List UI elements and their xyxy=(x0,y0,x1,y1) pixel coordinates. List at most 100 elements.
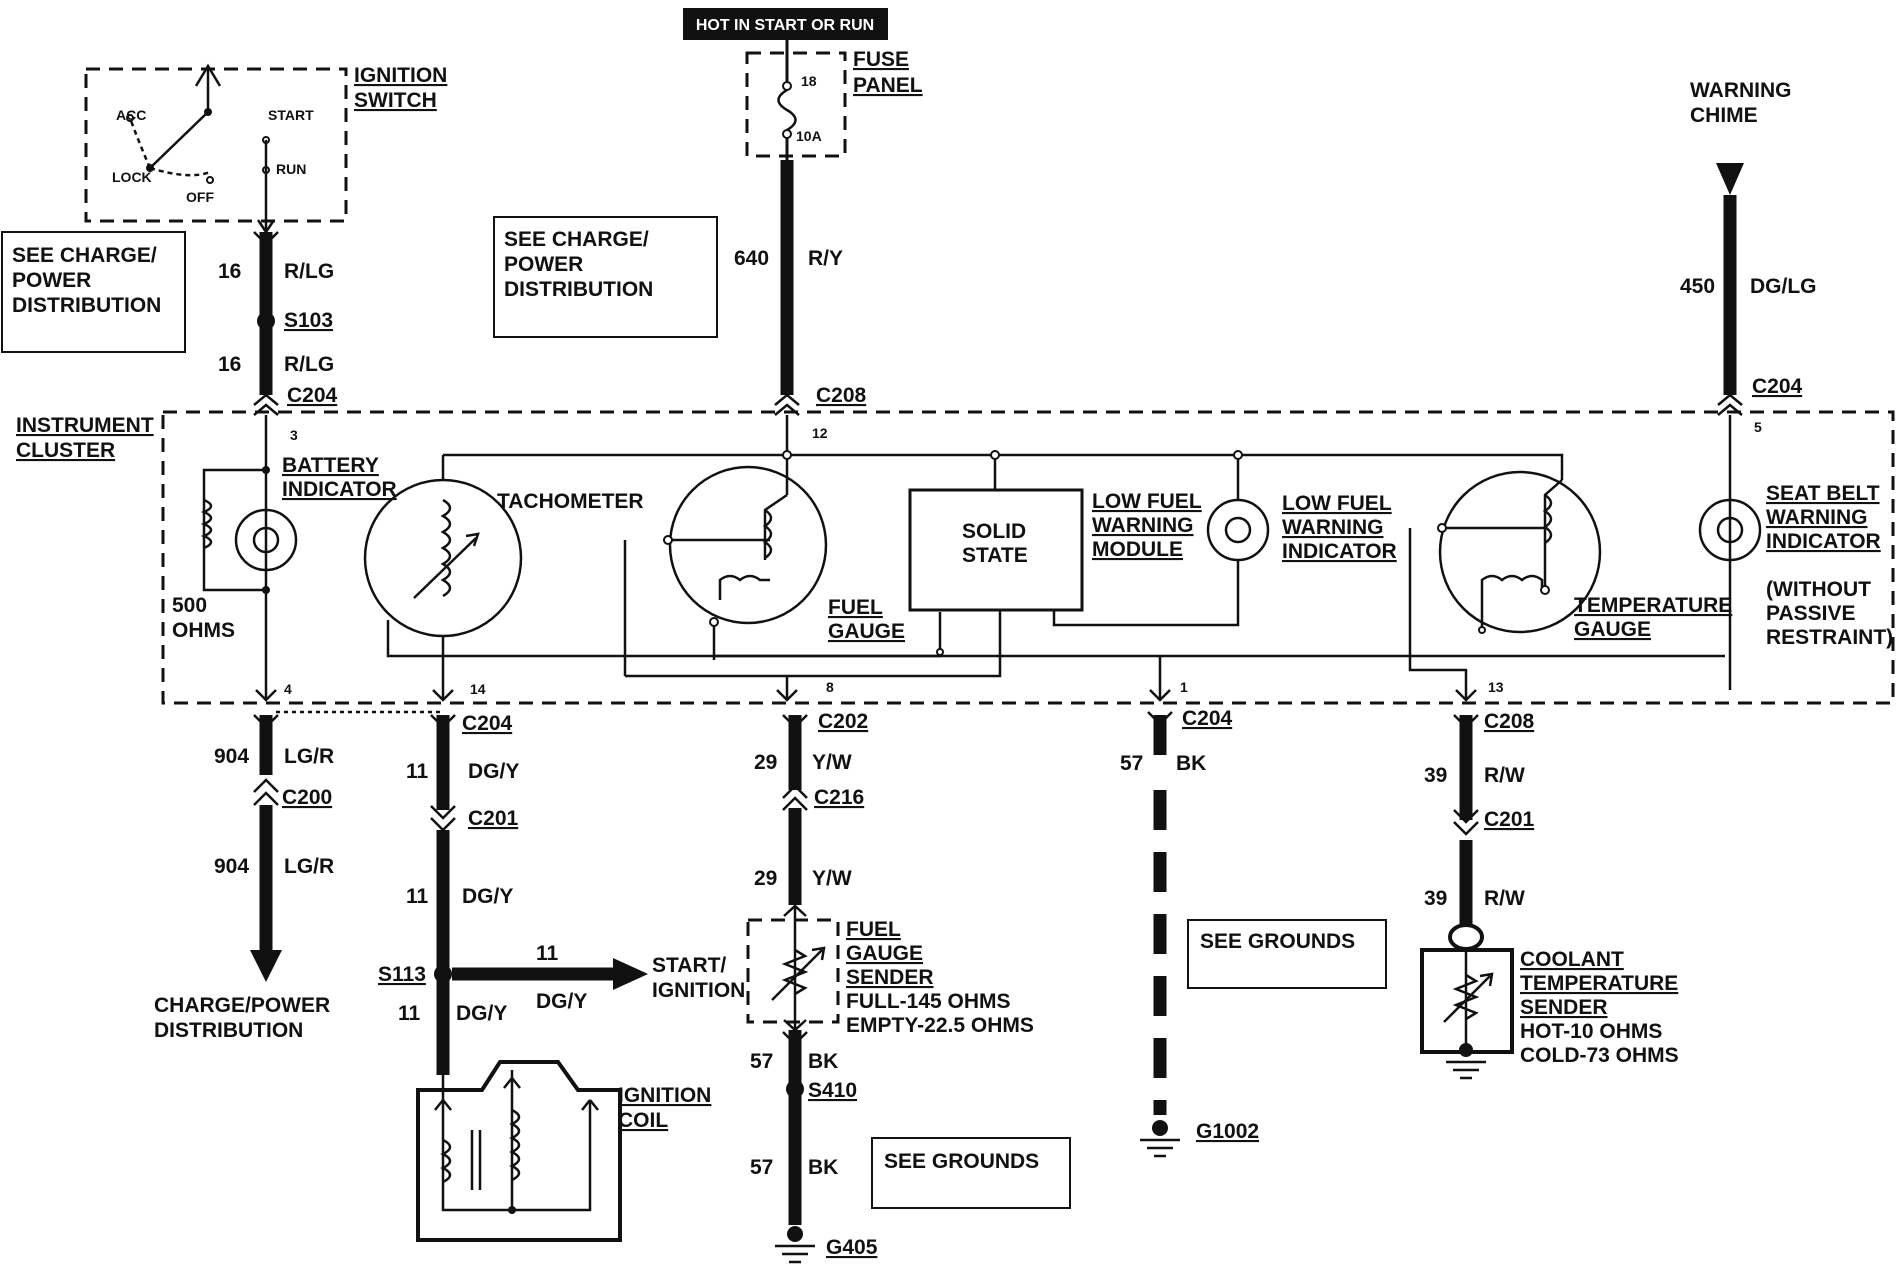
conn-c208-a: C208 xyxy=(816,384,867,407)
svg-text:IGNITION: IGNITION xyxy=(652,979,745,1002)
fuel-gauge-label: FUEL GAUGE xyxy=(828,596,905,643)
solid-state-label: SOLID STATE xyxy=(962,520,1028,567)
ground-g405 xyxy=(787,1226,803,1242)
coolant-sender-terminal xyxy=(1448,923,1484,951)
fuse-rating: 10A xyxy=(796,128,822,144)
pin-3: 3 xyxy=(290,427,298,443)
conn-g1002: G1002 xyxy=(1196,1120,1259,1143)
wire-57a-num: 57 xyxy=(750,1050,773,1073)
svg-text:INDICATOR: INDICATOR xyxy=(282,478,397,501)
wire-29a-color: Y/W xyxy=(812,751,852,774)
wire-904a-num: 904 xyxy=(214,745,249,768)
ignition-coil-box xyxy=(416,1060,622,1242)
warning-chime-terminal xyxy=(1716,163,1744,195)
solid-state-module xyxy=(908,488,1084,612)
ref-charge-power-2-text: SEE CHARGE/ POWER DISTRIBUTION xyxy=(504,228,653,301)
svg-text:OHMS: OHMS xyxy=(172,619,235,642)
conn-c201-b: C201 xyxy=(1484,808,1535,831)
fuse-panel-title: FUSE PANEL xyxy=(853,48,923,97)
fuel-sender-label: FUEL GAUGE SENDER xyxy=(846,918,934,989)
conn-c202: C202 xyxy=(818,710,868,733)
wire-16a-num: 16 xyxy=(218,260,241,283)
svg-text:COIL: COIL xyxy=(618,1109,668,1132)
ignition-switch-box xyxy=(84,67,348,223)
coolant-sender-resistor xyxy=(1452,973,1480,1021)
svg-text:GAUGE: GAUGE xyxy=(828,620,905,643)
ref-grounds-1-text: SEE GROUNDS xyxy=(1200,930,1355,953)
wire-29b-num: 29 xyxy=(754,867,777,890)
svg-text:SEAT BELT: SEAT BELT xyxy=(1766,482,1880,505)
fuse-terminal-top xyxy=(782,81,792,91)
ref-charge-power-2 xyxy=(493,216,718,338)
svg-text:INDICATOR: INDICATOR xyxy=(1766,530,1881,553)
wire-39a-color: R/W xyxy=(1484,764,1525,787)
wire-450-color: DG/LG xyxy=(1750,275,1817,298)
svg-text:SENDER: SENDER xyxy=(1520,996,1608,1019)
pin-14: 14 xyxy=(470,681,486,697)
wire-11d-color: DG/Y xyxy=(456,1002,507,1025)
svg-text:SENDER: SENDER xyxy=(846,966,934,989)
svg-text:500: 500 xyxy=(172,594,207,617)
ign-run: RUN xyxy=(276,161,306,177)
svg-text:START/: START/ xyxy=(652,954,726,977)
ref-grounds-2-text: SEE GROUNDS xyxy=(884,1150,1039,1173)
svg-text:DISTRIBUTION: DISTRIBUTION xyxy=(154,1019,303,1042)
svg-text:INSTRUMENT: INSTRUMENT xyxy=(16,414,154,437)
charge-power-label: CHARGE/POWER DISTRIBUTION xyxy=(154,994,330,1042)
svg-text:FUEL: FUEL xyxy=(846,918,901,941)
svg-text:WARNING: WARNING xyxy=(1766,506,1868,529)
conn-c200: C200 xyxy=(282,786,332,809)
pin-12: 12 xyxy=(812,425,828,441)
conn-c216: C216 xyxy=(814,786,864,809)
svg-text:LOW FUEL: LOW FUEL xyxy=(1092,490,1202,513)
without-passive-label: (WITHOUT PASSIVE RESTRAINT) xyxy=(1766,578,1893,649)
conn-c204-b: C204 xyxy=(1752,375,1803,398)
ignition-switch-title: IGNITION SWITCH xyxy=(354,64,447,112)
svg-text:DISTRIBUTION: DISTRIBUTION xyxy=(12,294,161,317)
ref-charge-power-1-text: SEE CHARGE/ POWER DISTRIBUTION xyxy=(12,244,161,317)
conn-s410: S410 xyxy=(808,1079,857,1102)
svg-text:IGNITION: IGNITION xyxy=(354,64,447,87)
svg-text:PASSIVE: PASSIVE xyxy=(1766,602,1855,625)
conn-c204-a: C204 xyxy=(287,384,338,407)
wire-57b-num: 57 xyxy=(750,1156,773,1179)
conn-s103: S103 xyxy=(284,309,333,332)
ign-off: OFF xyxy=(186,189,214,205)
splice-s410 xyxy=(786,1080,804,1098)
svg-text:CLUSTER: CLUSTER xyxy=(16,439,115,462)
svg-text:POWER: POWER xyxy=(12,269,91,292)
wire-57c-color: BK xyxy=(1176,752,1206,775)
wire-11b-color: DG/Y xyxy=(462,885,513,908)
svg-text:EMPTY-22.5 OHMS: EMPTY-22.5 OHMS xyxy=(846,1014,1034,1037)
wire-11c-num: 11 xyxy=(536,942,559,965)
svg-text:COLD-73 OHMS: COLD-73 OHMS xyxy=(1520,1044,1679,1067)
svg-text:FULL-145 OHMS: FULL-145 OHMS xyxy=(846,990,1011,1013)
svg-text:INDICATOR: INDICATOR xyxy=(1282,540,1397,563)
pin-13: 13 xyxy=(1488,679,1504,695)
svg-text:IGNITION: IGNITION xyxy=(618,1084,711,1107)
svg-text:WARNING: WARNING xyxy=(1092,514,1194,537)
seat-belt-label: SEAT BELT WARNING INDICATOR xyxy=(1766,482,1881,553)
svg-text:FUSE: FUSE xyxy=(853,48,909,71)
battery-indicator-label: BATTERY INDICATOR xyxy=(282,454,397,501)
svg-text:GAUGE: GAUGE xyxy=(1574,618,1651,641)
wire-11b-num: 11 xyxy=(406,885,429,908)
wire-29a-num: 29 xyxy=(754,751,777,774)
svg-text:GAUGE: GAUGE xyxy=(846,942,923,965)
conn-c204-e: C204 xyxy=(1182,707,1233,730)
charge-power-terminal xyxy=(250,950,282,982)
ref-grounds-1 xyxy=(1187,919,1387,989)
ignition-coil-label: IGNITION COIL xyxy=(618,1084,711,1132)
wire-11a-num: 11 xyxy=(406,760,429,783)
svg-text:FUEL: FUEL xyxy=(828,596,883,619)
svg-text:SOLID: SOLID xyxy=(962,520,1026,543)
wire-904b-num: 904 xyxy=(214,855,249,878)
svg-text:WARNING: WARNING xyxy=(1282,516,1384,539)
tachometer-label: TACHOMETER xyxy=(497,490,644,513)
ref-grounds-2 xyxy=(871,1137,1071,1209)
svg-text:PANEL: PANEL xyxy=(853,74,923,97)
low-fuel-indicator-label: LOW FUEL WARNING INDICATOR xyxy=(1282,492,1397,563)
svg-text:CHARGE/POWER: CHARGE/POWER xyxy=(154,994,330,1017)
